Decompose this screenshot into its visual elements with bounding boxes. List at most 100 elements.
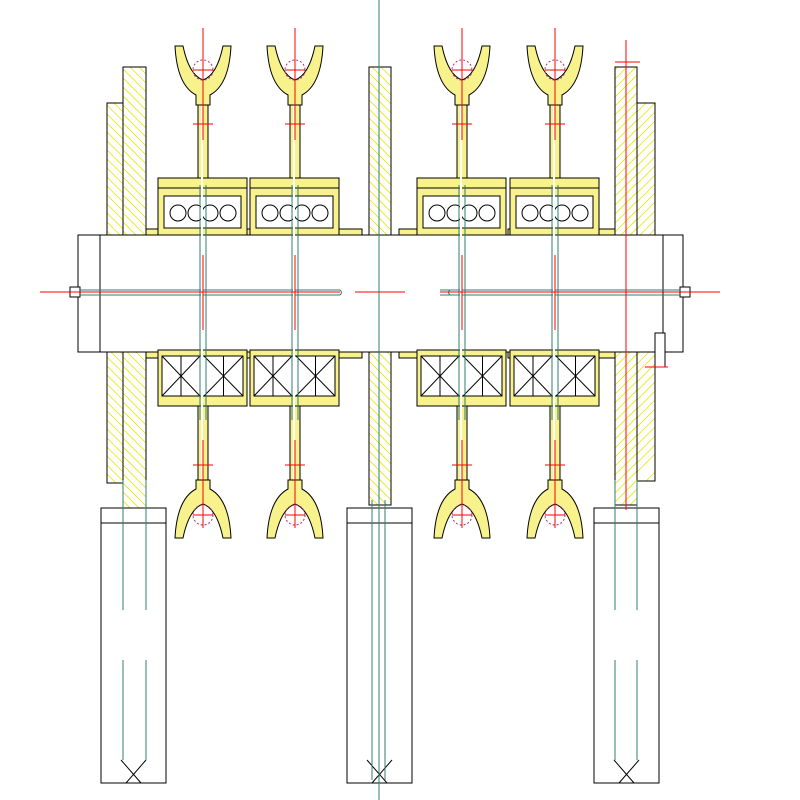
hatch-line	[106, 374, 124, 392]
hatch-line	[368, 423, 392, 447]
fork-unit-2	[249, 28, 340, 539]
hatch-line	[122, 185, 147, 210]
hatch-line	[368, 108, 392, 132]
main-shaft	[69, 234, 691, 353]
hatch-line	[106, 104, 124, 122]
support-legs	[100, 507, 660, 784]
hatch-line	[106, 167, 124, 185]
hatch-line	[368, 135, 392, 159]
hatch-line	[368, 405, 392, 429]
hatch-line	[368, 72, 392, 96]
hatch-line	[122, 410, 147, 435]
hatch-line	[371, 66, 392, 87]
left-leg	[100, 507, 167, 784]
ball-bearing-icon	[261, 204, 279, 222]
ball-bearing-icon	[460, 204, 478, 222]
hatch-line	[368, 360, 392, 384]
hatch-line	[122, 482, 147, 507]
hatch-line	[122, 365, 147, 390]
hatch-line	[106, 455, 124, 473]
hatch-line	[620, 488, 638, 506]
hatch-line	[368, 117, 392, 141]
shaft-bore-end	[339, 289, 342, 296]
hatch-line	[380, 66, 392, 78]
hatch-line	[636, 444, 656, 464]
right-leg-chamfer	[613, 759, 635, 784]
hatch-line	[122, 122, 147, 147]
hatch-line	[368, 486, 388, 506]
hatch-line	[368, 90, 392, 114]
fork-unit-4	[509, 28, 600, 539]
hatch-line	[636, 192, 656, 212]
hatch-line	[368, 459, 392, 483]
hatch-line	[122, 455, 147, 480]
ball-bearing-icon	[521, 204, 539, 222]
hatch-line	[368, 99, 392, 123]
hatch-line	[636, 138, 656, 158]
hatch-line	[368, 126, 392, 150]
hatch-line	[106, 203, 124, 221]
hatch-line	[122, 176, 147, 201]
ball-bearing-icon	[169, 204, 187, 222]
hatch-line	[122, 86, 147, 111]
hatch-line	[106, 464, 124, 482]
hatch-line	[636, 435, 656, 455]
hatch-line	[113, 102, 124, 113]
hatch-line	[106, 140, 124, 158]
hatch-line	[122, 104, 147, 129]
hatch-line	[636, 120, 656, 140]
hatch-line	[106, 149, 124, 167]
spacer-top	[398, 228, 419, 236]
hatch-line	[636, 426, 656, 446]
hatch-line	[122, 437, 147, 462]
ball-bearing-icon	[293, 204, 311, 222]
key-body	[654, 332, 666, 368]
hatch-line	[122, 167, 147, 192]
hatch-line	[368, 207, 392, 231]
hatch-line	[122, 419, 147, 444]
hatch-line	[368, 198, 392, 222]
ball-bearing-icon	[219, 204, 237, 222]
ball-bearing-icon	[201, 204, 219, 222]
hatch-line	[106, 383, 124, 401]
hatch-line	[106, 473, 117, 484]
hatch-line	[122, 203, 147, 228]
hatch-line	[636, 390, 656, 410]
hatch-line	[122, 212, 147, 237]
spacer-top	[145, 228, 159, 236]
left-leg-chamfer	[125, 759, 147, 784]
hatch-line	[636, 102, 647, 113]
right-leg-chamfer	[618, 759, 640, 784]
right-key	[645, 332, 668, 368]
hatch-line	[106, 419, 124, 437]
hatch-line	[614, 66, 628, 80]
hatch-line	[636, 399, 656, 419]
hatch-line	[636, 408, 656, 428]
hatch-line	[106, 212, 124, 230]
ball-bearing-icon	[571, 204, 589, 222]
hatch-line	[106, 176, 124, 194]
hatch-line	[636, 417, 656, 437]
hatch-line	[368, 477, 392, 501]
hatch-pattern	[368, 66, 392, 506]
hatch-line	[368, 414, 392, 438]
centerlines	[40, 0, 720, 800]
hatch-line	[122, 68, 147, 93]
hatch-line	[368, 153, 392, 177]
hatch-line	[636, 183, 656, 203]
hatch-line	[122, 446, 147, 471]
hatch-line	[636, 201, 656, 221]
hatch-line	[106, 194, 124, 212]
hatch-line	[368, 81, 392, 105]
hatch-line	[122, 464, 147, 489]
fork-unit-3	[416, 28, 507, 539]
shaft-body	[77, 234, 684, 353]
hatch-line	[629, 497, 638, 506]
hatch-line	[368, 441, 392, 465]
hatch-line	[636, 372, 656, 392]
ball-bearing-icon	[478, 204, 496, 222]
hatch-line	[636, 111, 656, 131]
hatch-line	[122, 158, 147, 183]
hatch-line	[122, 374, 147, 399]
